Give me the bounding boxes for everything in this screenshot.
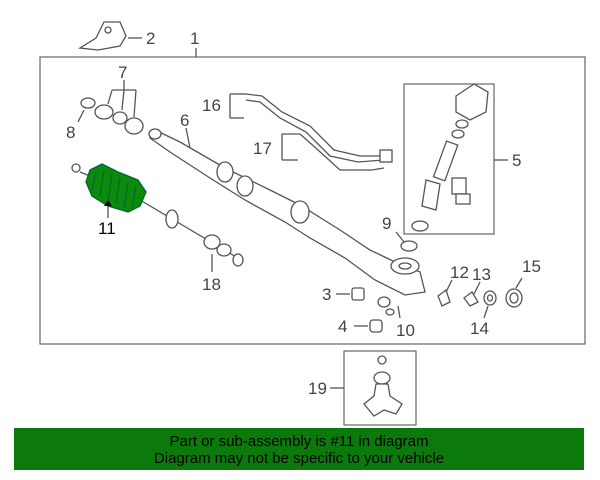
- callout-16: 16: [202, 96, 221, 115]
- leader-14: [483, 305, 489, 319]
- clamp-part-13[interactable]: [463, 291, 479, 307]
- leader-11-arrow: [104, 200, 112, 206]
- callout-10: 10: [396, 321, 415, 340]
- callout-5: 5: [512, 151, 521, 170]
- mount-bushing-part-4[interactable]: [369, 319, 383, 333]
- leader-6: [185, 127, 191, 149]
- inner-tie-rod-part-18[interactable]: [139, 199, 244, 267]
- control-valve-part-5[interactable]: [411, 83, 489, 232]
- rack-boot-part-11[interactable]: [71, 163, 147, 213]
- seal-part-15[interactable]: [505, 288, 523, 308]
- callout-1: 1: [190, 29, 199, 48]
- valve-frame-part-5: [403, 83, 495, 235]
- bracket-part-2[interactable]: [78, 21, 142, 51]
- clip-part-12[interactable]: [437, 288, 451, 307]
- nut-part-14[interactable]: [483, 290, 497, 306]
- callout-15: 15: [522, 257, 541, 276]
- leader-12: [445, 279, 453, 293]
- leader-15: [515, 277, 523, 289]
- tie-rod-end-part-19[interactable]: [363, 355, 403, 417]
- callout-12: 12: [450, 263, 469, 282]
- main-assembly-frame: [39, 56, 586, 345]
- callout-6: 6: [180, 111, 189, 130]
- callout-4: 4: [338, 317, 347, 336]
- parts-diagram: 2 1 8 7 6 16 17: [39, 21, 586, 426]
- callout-14: 14: [470, 319, 489, 338]
- return-line-part-17[interactable]: [299, 133, 385, 171]
- banner-line-2: Diagram may not be specific to your vehi…: [153, 450, 445, 467]
- leader-8: [77, 109, 85, 123]
- callout-2: 2: [146, 29, 155, 48]
- bushing-part-7[interactable]: [94, 104, 144, 135]
- callout-19: 19: [308, 379, 327, 398]
- callout-8: 8: [66, 123, 75, 142]
- callout-13: 13: [472, 265, 491, 284]
- callout-7: 7: [118, 63, 127, 82]
- banner-line-1: Part or sub-assembly is #11 in diagram: [169, 433, 429, 450]
- washer-part-10[interactable]: [377, 296, 395, 316]
- callout-17: 17: [253, 139, 272, 158]
- oring-part-9[interactable]: [400, 240, 418, 252]
- info-banner: Part or sub-assembly is #11 in diagram D…: [14, 428, 584, 470]
- callout-9: 9: [382, 214, 391, 233]
- leader-13: [473, 281, 481, 295]
- seal-part-8[interactable]: [80, 97, 96, 109]
- leader-7a: [107, 89, 113, 105]
- leader-7b: [121, 89, 125, 111]
- callout-3: 3: [322, 285, 331, 304]
- rack-housing-part-6[interactable]: [148, 128, 426, 296]
- leader-10: [397, 305, 401, 319]
- mount-bushing-part-3[interactable]: [351, 287, 365, 301]
- callout-18: 18: [202, 275, 221, 294]
- leader-7c: [133, 89, 137, 118]
- pressure-line-part-16[interactable]: [245, 93, 393, 163]
- leader-9: [395, 231, 405, 243]
- callout-11: 11: [98, 219, 116, 238]
